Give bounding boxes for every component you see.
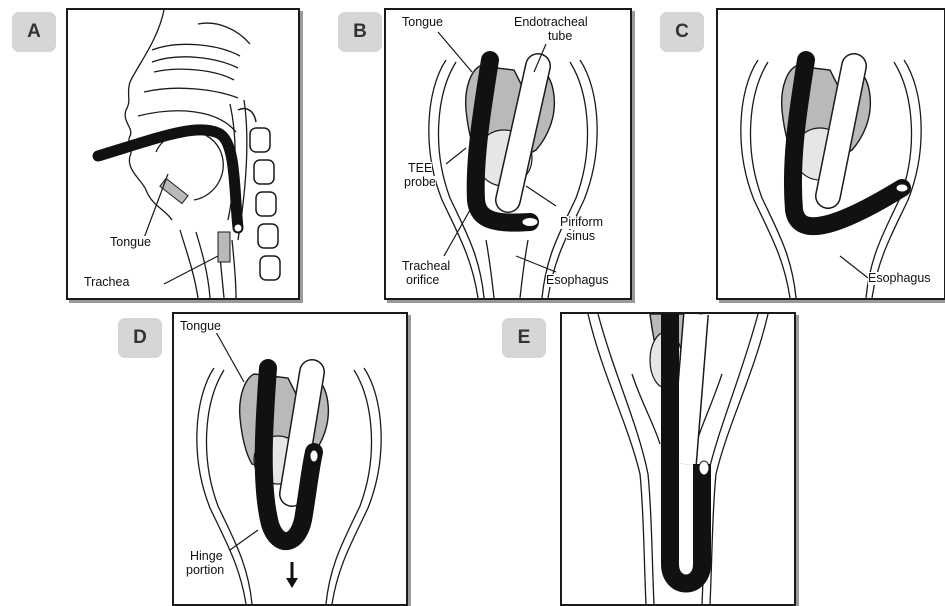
panel-c: Esophagus: [716, 8, 945, 300]
panel-e-badge: E: [502, 318, 546, 358]
panel-d-badge: D: [118, 318, 162, 358]
panel-b-illustration: [386, 10, 630, 298]
panel-a-illustration: [68, 10, 298, 298]
label-probe: probe: [404, 176, 436, 189]
label-trachea: Trachea: [84, 276, 129, 289]
label-tee: TEE: [408, 162, 432, 175]
panel-a-badge: A: [12, 12, 56, 52]
label-orifice: orifice: [406, 274, 439, 287]
label-tongue: Tongue: [180, 320, 221, 333]
panel-c-illustration: [718, 10, 944, 298]
label-tube: tube: [548, 30, 572, 43]
label-tongue: Tongue: [110, 236, 151, 249]
panel-c-badge: C: [660, 12, 704, 52]
label-portion: portion: [186, 564, 224, 577]
label-sinus: sinus: [566, 230, 595, 243]
label-tongue: Tongue: [402, 16, 443, 29]
panel-b-badge: B: [338, 12, 382, 52]
label-endotracheal: Endotracheal: [514, 16, 588, 29]
label-piriform: Piriform: [560, 216, 603, 229]
label-tracheal: Tracheal: [402, 260, 450, 273]
panel-d: Tongue Hinge portion: [172, 312, 408, 606]
label-esophagus: Esophagus: [868, 272, 931, 285]
label-esophagus: Esophagus: [546, 274, 609, 287]
panel-a: Tongue Trachea: [66, 8, 300, 300]
panel-e-illustration: [562, 314, 794, 604]
label-hinge: Hinge: [190, 550, 223, 563]
panel-e: [560, 312, 796, 606]
panel-b: Tongue Endotracheal tube TEE probe Pirif…: [384, 8, 632, 300]
